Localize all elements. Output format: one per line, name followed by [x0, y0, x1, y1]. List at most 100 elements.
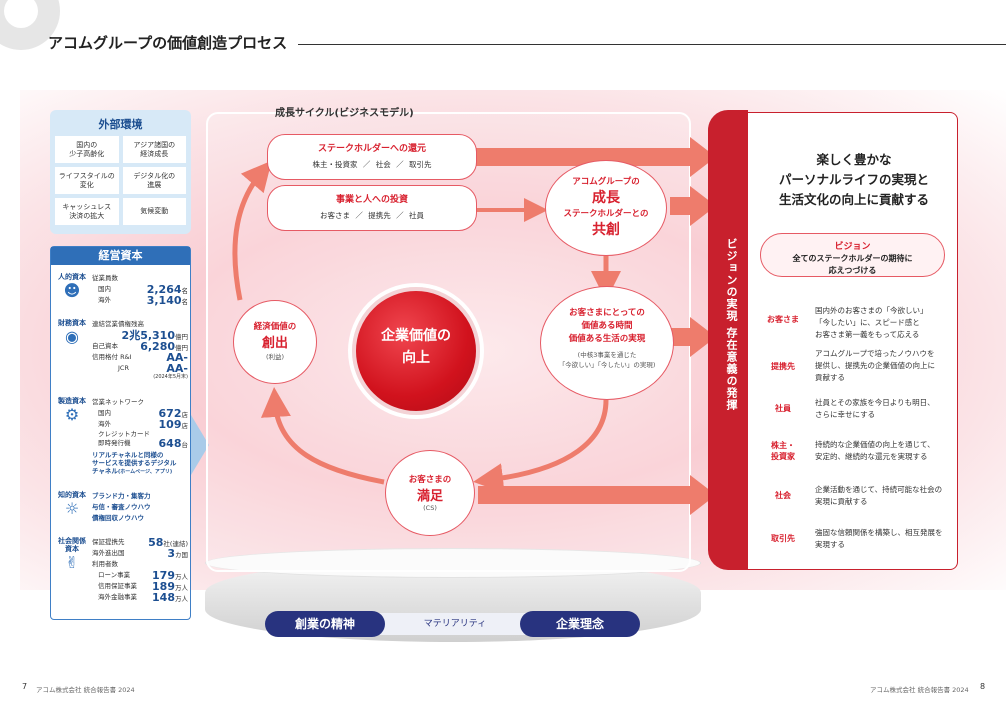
- core-line: 企業価値の: [381, 328, 451, 344]
- external-item: 気候変動: [122, 198, 186, 225]
- gears-icon: ⚙: [64, 405, 80, 424]
- purpose-statement: 楽しく豊かな パーソナルライフの実現と 生活文化の向上に貢献する: [752, 150, 956, 210]
- satisfaction-sub: (CS): [423, 504, 437, 512]
- economic-line: 経済価値の: [253, 322, 297, 332]
- invest-title: 事業と人への投資: [335, 195, 408, 205]
- customer-value-circle: お客さまにとっての 価値ある時間 価値ある生活の実現 (中核3事業を通じた 「今…: [540, 286, 674, 400]
- label: 海外: [98, 296, 111, 304]
- customer-value-line: 価値ある時間: [581, 321, 633, 331]
- purpose-panel: [748, 112, 958, 570]
- label: JCR: [118, 364, 129, 372]
- value: 648: [158, 437, 182, 450]
- arc-arrow: [260, 387, 385, 485]
- vision-pill: ビジョン 全てのステークホルダーの期待に 応えつづける: [760, 233, 945, 277]
- return-title: ステークホルダーへの還元: [317, 144, 426, 154]
- label: 信用保証事業: [98, 582, 137, 590]
- stakeholder-label: 社会: [775, 491, 791, 500]
- external-environment-grid: 国内の 少子高齢化 アジア諸国の 経済成長 ライフスタイルの 変化 デジタル化の…: [55, 136, 186, 225]
- handshake-icon: ✌: [65, 553, 79, 572]
- external-item: アジア諸国の 経済成長: [122, 136, 186, 163]
- return-pill: ステークホルダーへの還元 株主・投資家 ／ 社会 ／ 取引先: [267, 134, 477, 180]
- vision-bar: [708, 110, 748, 570]
- digital-channel-note: (ホームページ、アプリ): [117, 469, 173, 475]
- label: 海外進出国: [92, 549, 125, 557]
- arrow-body: [478, 486, 694, 504]
- purpose-line: 生活文化の向上に貢献する: [778, 192, 929, 207]
- label: 信用格付 R&I: [92, 353, 132, 361]
- management-capital-title: 経営資本: [51, 247, 190, 265]
- stakeholder-text: 社員とその家族を今日よりも明日、 さらに幸せにする: [815, 398, 935, 419]
- digital-channel-text: リアルチャネルと同様の サービスを提供するデジタル チャネル: [92, 451, 177, 475]
- unit: 万人: [175, 584, 188, 592]
- note: (2024年5月末): [153, 374, 188, 380]
- value: 3,140: [146, 294, 182, 307]
- social-capital-label: 社会関係 資本: [58, 537, 86, 553]
- vision-line: 応えつづける: [828, 266, 877, 275]
- label: 保証提携先: [92, 538, 125, 546]
- social-capital-head: 利用者数: [92, 560, 118, 568]
- arrow-body: [670, 197, 694, 215]
- return-subtitle: 株主・投資家 ／ 社会 ／ 取引先: [312, 160, 432, 169]
- stakeholder-label: 社員: [775, 404, 791, 413]
- label: 自己資本: [92, 342, 118, 350]
- value: 58: [148, 536, 164, 549]
- page-title: アコムグループの価値創造プロセス: [48, 34, 288, 52]
- core-line: 向上: [402, 350, 430, 366]
- unit: カ国: [175, 551, 188, 559]
- value: 3: [167, 547, 175, 560]
- vision-bar-text: ビジョンの実現 存在意義の発揮: [725, 238, 738, 411]
- corporate-value-core: 企業価値の 向上: [352, 287, 480, 415]
- intellectual-item: ブランド力・集客力: [92, 492, 151, 500]
- unit: 名: [181, 287, 189, 295]
- label: 国内: [98, 409, 111, 417]
- customer-value-sub: (中核3事業を通じた: [577, 351, 637, 359]
- economic-line: 創出: [261, 336, 288, 351]
- stakeholder-label: お客さま: [767, 315, 799, 324]
- external-item: 国内の 少子高齢化: [55, 136, 119, 163]
- header-decoration: [0, 0, 60, 50]
- stakeholder-text: アコムグループで培ったノウハウを 提供し、提携先の企業価値の向上に 貢献する: [815, 349, 935, 382]
- external-item: ライフスタイルの 変化: [55, 167, 119, 194]
- stakeholder-text: 国内外のお客さまの「今欲しい」 「今したい」に、スピード感と お客さま第一義をも…: [815, 306, 928, 339]
- customer-satisfaction-circle: お客さまの 満足 (CS): [385, 450, 475, 536]
- arc-arrow: [473, 399, 609, 494]
- satisfaction-line: お客さまの: [408, 475, 452, 485]
- lightbulb-icon: ☼: [64, 499, 80, 518]
- external-environment-panel: 外部環境 国内の 少子高齢化 アジア諸国の 経済成長 ライフスタイルの 変化 デ…: [50, 110, 191, 234]
- page-number-left: 7: [22, 682, 28, 691]
- human-capital-label: 人的資本: [58, 273, 86, 281]
- intellectual-capital-section: 知的資本 ☼ ブランド力・集客力 与信・審査ノウハウ 債権回収ノウハウ: [55, 491, 187, 531]
- value: 189: [152, 580, 175, 593]
- value: 148: [152, 591, 175, 604]
- value: AA-: [166, 351, 188, 364]
- growth-line: 成長: [592, 190, 620, 206]
- coins-icon: ◉: [65, 327, 79, 346]
- stakeholder-text: 企業活動を通じて、持続可能な社会の 実現に貢献する: [815, 485, 943, 506]
- growth-circle: アコムグループの 成長 ステークホルダーとの 共創: [545, 160, 667, 256]
- invest-subtitle: お客さま ／ 提携先 ／ 社員: [319, 211, 425, 220]
- unit: 億円: [175, 333, 188, 341]
- economic-value-circle: 経済価値の 創出 (利益): [233, 300, 317, 384]
- podium-top: [205, 548, 701, 578]
- label: 海外: [98, 420, 111, 428]
- stakeholder-text: 持続的な企業価値の向上を通じて、 安定的、継続的な還元を実現する: [815, 440, 935, 461]
- footer-left: アコム株式会社 統合報告書 2024: [36, 686, 135, 694]
- arc-arrow: [232, 160, 272, 301]
- unit: 万人: [175, 573, 188, 581]
- stakeholder-label: 提携先: [771, 362, 795, 371]
- human-capital-head: 従業員数: [92, 274, 118, 282]
- vision-title: ビジョン: [834, 242, 871, 252]
- founding-spirit-pill: 創業の精神: [265, 611, 385, 637]
- customer-value-line: お客さまにとっての: [569, 308, 645, 318]
- unit: 台: [181, 441, 189, 449]
- arrow-body: [476, 148, 694, 166]
- label: クレジットカード 即時発行機: [98, 430, 150, 447]
- stakeholder-label: 株主・ 投資家: [771, 441, 795, 461]
- intellectual-capital-label: 知的資本: [58, 491, 86, 499]
- external-item: キャッシュレス 決済の拡大: [55, 198, 119, 225]
- label: 海外金融事業: [98, 593, 137, 601]
- vision-line: 全てのステークホルダーの期待に: [792, 254, 913, 263]
- arrow-body: [670, 328, 694, 346]
